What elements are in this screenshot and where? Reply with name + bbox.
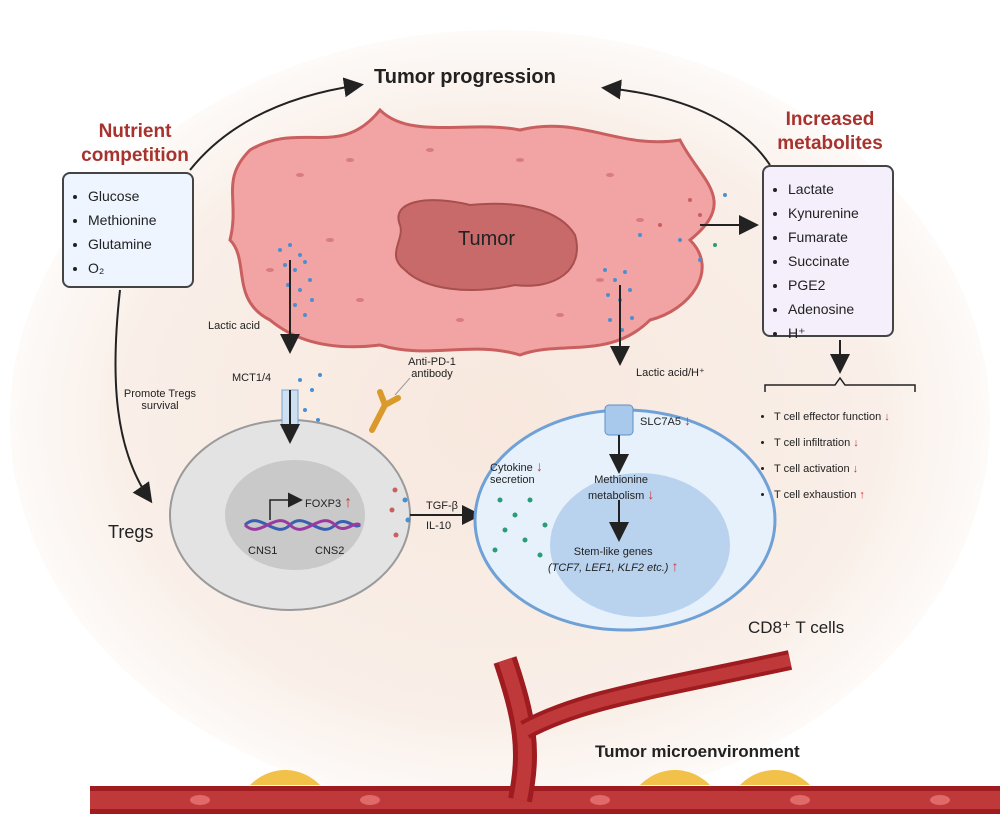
antipd1-label: Anti-PD-1 antibody <box>402 356 462 380</box>
foxp3-text: FOXP3 <box>305 498 342 510</box>
promote-line2: survival <box>141 400 179 412</box>
arrow-up-icon: ↑ <box>671 558 679 574</box>
dna-strand-2 <box>243 519 362 531</box>
stem-genes-text: (TCF7, LEF1, KLF2 etc.) <box>548 562 669 574</box>
title-tumor-progression: Tumor progression <box>374 66 556 88</box>
tregs-label: Tregs <box>108 522 154 542</box>
metabolites-list-box: Lactate Kynurenine Fumarate Succinate PG… <box>762 165 894 341</box>
metabolites-heading-line1: Increased <box>785 109 875 130</box>
nutrient-item: Glucose <box>88 184 182 208</box>
tumor-specks <box>266 148 644 322</box>
lactic-acid-right-label: Lactic acid/H⁺ <box>636 367 705 379</box>
nutrient-heading: Nutrient competition <box>55 120 215 168</box>
nutrient-heading-line1: Nutrient <box>98 121 172 142</box>
effect-label: T cell exhaustion <box>774 489 857 501</box>
effect-label: T cell infiltration <box>774 437 851 449</box>
metabolite-item: Lactate <box>788 177 882 201</box>
mct-label: MCT1/4 <box>232 372 272 384</box>
slc-transporter <box>604 404 634 436</box>
cytokine-dots <box>492 497 548 558</box>
antipd1-line2: antibody <box>411 368 453 380</box>
methionine-label: Methionine metabolism ↓ <box>588 474 654 502</box>
metabolite-item: Succinate <box>788 249 882 273</box>
tumor-nucleus <box>394 199 578 291</box>
metabolite-item: Kynurenine <box>788 201 882 225</box>
methionine-text: metabolism <box>588 490 645 502</box>
cd8-nucleus <box>550 473 730 617</box>
tumor-label: Tumor <box>458 228 516 250</box>
lactic-acid-left-label: Lactic acid <box>208 320 260 332</box>
treg-nucleus <box>225 460 365 570</box>
metabolite-item: Adenosine <box>788 297 882 321</box>
cytokine-line2: secretion <box>490 474 535 486</box>
arrow-promote-tregs <box>114 289 153 504</box>
cytokine-line1: Cytokine ↓ <box>490 458 543 474</box>
nutrient-item: O₂ <box>88 256 182 280</box>
promote-tregs-label: Promote Tregs survival <box>120 388 200 412</box>
arrow-down-icon: ↓ <box>535 458 543 474</box>
methionine-line1: Methionine <box>594 474 649 486</box>
promoter-arrow <box>269 492 303 520</box>
effect-item: T cell exhaustion ↑ <box>774 482 960 508</box>
antipd1-line1: Anti-PD-1 <box>408 356 456 368</box>
arrow-nutrient-to-progression <box>189 77 364 171</box>
metabolites-heading-line2: metabolites <box>777 133 883 154</box>
slc-text: SLC7A5 <box>640 416 681 428</box>
nutrient-list-box: Glucose Methionine Glutamine O₂ <box>62 172 194 288</box>
metabolites-heading: Increased metabolites <box>755 108 905 156</box>
methionine-line2: metabolism ↓ <box>588 486 654 502</box>
il10-label: IL-10 <box>426 520 452 532</box>
stem-line1: Stem-like genes <box>573 546 653 558</box>
arrow-down-icon: ↓ <box>853 437 859 449</box>
blood-vessel <box>90 650 1000 814</box>
endothelial-cells <box>250 770 810 785</box>
cns2-label: CNS2 <box>315 545 345 557</box>
foxp3-label: FOXP3 ↑ <box>305 494 352 512</box>
effects-list: T cell effector function ↓ T cell infilt… <box>760 404 960 508</box>
cytokine-text: Cytokine <box>490 462 533 474</box>
arrow-up-icon: ↑ <box>859 489 865 501</box>
metabolite-item: PGE2 <box>788 273 882 297</box>
slc-label: SLC7A5 ↓ <box>640 412 691 428</box>
nutrient-heading-line2: competition <box>81 145 189 166</box>
arrow-down-icon: ↓ <box>884 411 890 423</box>
tgf-label: TGF-β <box>426 500 458 512</box>
arrow-down-icon: ↓ <box>647 486 655 502</box>
effect-label: T cell effector function <box>774 411 882 423</box>
promote-line1: Promote Tregs <box>123 388 197 400</box>
cns1-label: CNS1 <box>248 545 278 557</box>
metabolite-dots <box>638 193 727 262</box>
effect-item: T cell infiltration ↓ <box>774 430 960 456</box>
arrow-down-icon: ↓ <box>684 412 692 428</box>
lactic-acid-dots-left <box>278 243 322 437</box>
stem-line2: (TCF7, LEF1, KLF2 etc.) ↑ <box>548 558 678 574</box>
stem-genes-label: Stem-like genes (TCF7, LEF1, KLF2 etc.) … <box>548 546 678 574</box>
metabolite-item: Fumarate <box>788 225 882 249</box>
effect-item: T cell activation ↓ <box>774 456 960 482</box>
nutrient-item: Glutamine <box>88 232 182 256</box>
tme-label: Tumor microenvironment <box>595 742 800 761</box>
arrow-down-icon: ↓ <box>852 463 859 475</box>
cd8-label: CD8⁺ T cells <box>748 618 845 637</box>
effects-brace <box>764 376 916 392</box>
arrow-up-icon: ↑ <box>344 494 353 511</box>
cytokine-label: Cytokine ↓ secretion <box>490 458 543 486</box>
arrow-metabolites-to-progression <box>601 79 771 166</box>
effect-label: T cell activation <box>774 463 850 475</box>
metabolite-item: H⁺ <box>788 321 882 345</box>
antibody-shape <box>369 389 401 433</box>
secretion-dots <box>389 487 411 538</box>
nutrient-item: Methionine <box>88 208 182 232</box>
effect-item: T cell effector function ↓ <box>774 404 960 430</box>
antibody-leader <box>394 377 411 396</box>
